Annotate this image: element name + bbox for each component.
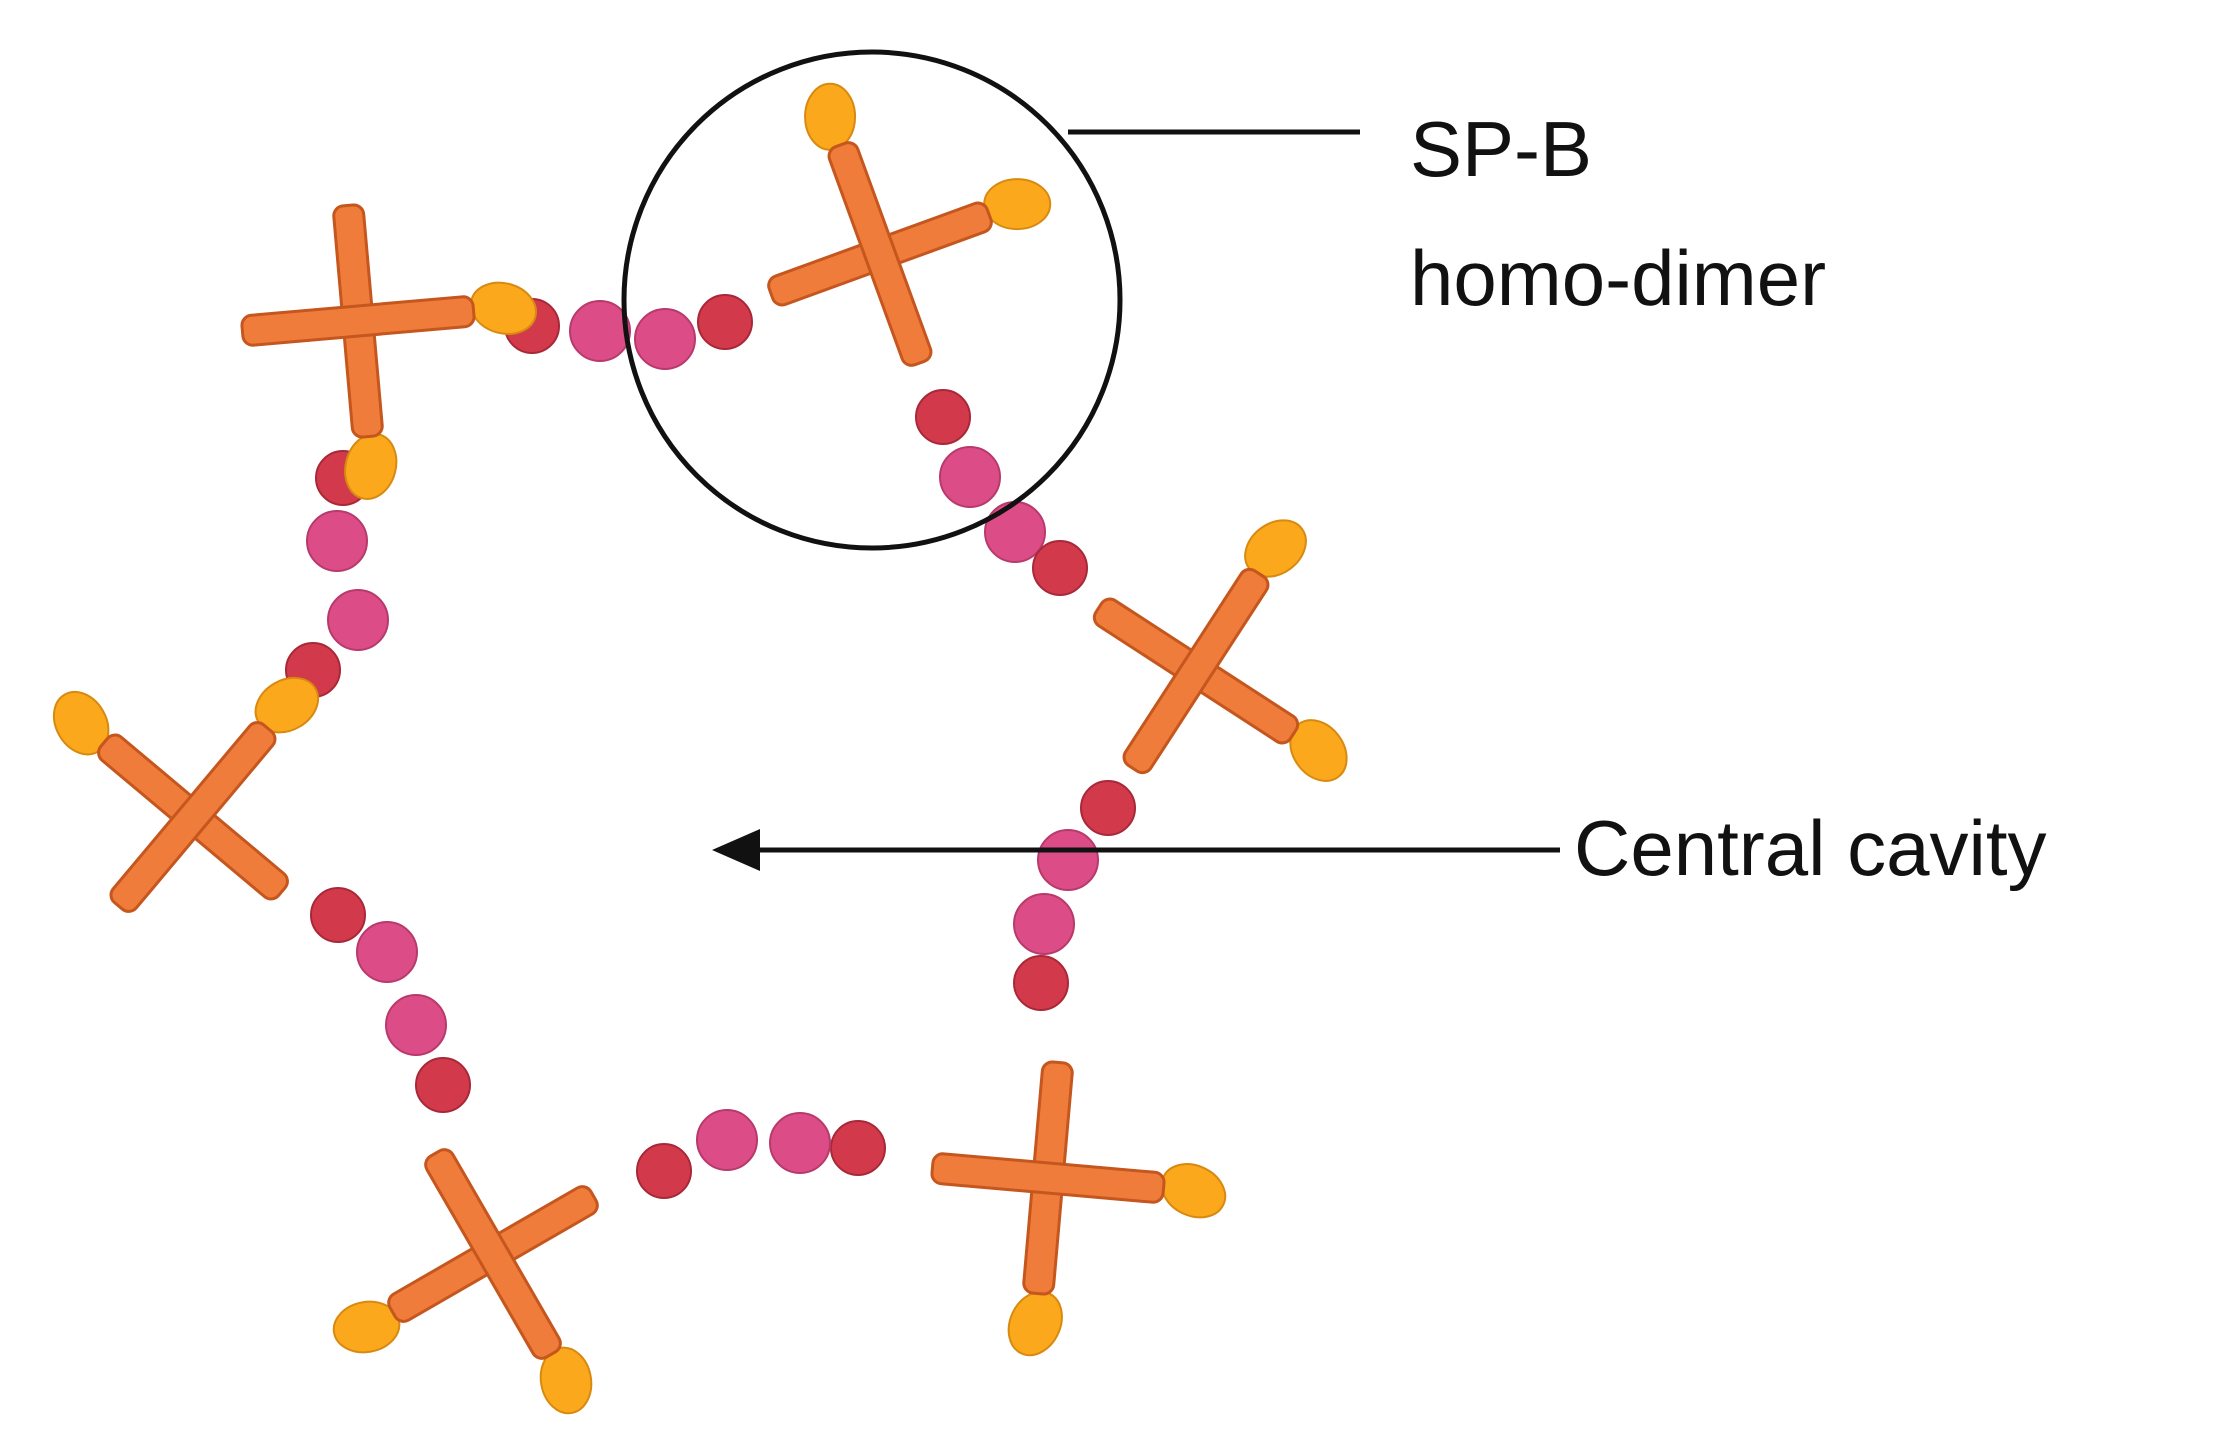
- bead-red-icon: [915, 389, 971, 445]
- sp-b-monomer-1: [240, 203, 537, 500]
- bead-pink-icon: [385, 994, 447, 1056]
- sp-b-dimer-highlight-circle: [621, 49, 1123, 551]
- helix-rod-vertical: [240, 295, 476, 347]
- sp-b-monomer-5: [332, 1148, 599, 1415]
- helix-rod-vertical: [109, 721, 277, 913]
- cavity-arrow-head-icon: [712, 829, 760, 871]
- sp-b-monomer-6: [52, 676, 320, 913]
- bead-pink-icon: [984, 501, 1046, 563]
- lipid-cap-icon: [1160, 1163, 1227, 1219]
- helix-rod-vertical: [930, 1152, 1166, 1204]
- bead-pink-icon: [356, 921, 418, 983]
- bead-red-icon: [310, 887, 366, 943]
- bead-red-icon: [1013, 955, 1069, 1011]
- bead-red-icon: [697, 294, 753, 350]
- bead-pink-icon: [327, 589, 389, 651]
- bead-pink-icon: [569, 300, 631, 362]
- dimer-label-line1: SP-B: [1410, 105, 1592, 193]
- bead-pink-icon: [769, 1112, 831, 1174]
- cavity-label: Central cavity: [1574, 804, 2047, 892]
- bead-red-icon: [636, 1143, 692, 1199]
- bead-pink-icon: [634, 308, 696, 370]
- bead-pink-icon: [306, 510, 368, 572]
- helix-rod-vertical: [1122, 567, 1270, 775]
- bead-pink-icon: [696, 1109, 758, 1171]
- sp-b-monomer-3: [1092, 519, 1348, 782]
- bead-red-icon: [415, 1057, 471, 1113]
- helix-rod-vertical: [827, 141, 933, 367]
- lipid-cap-icon: [804, 82, 857, 151]
- lipid-cap-icon: [1007, 1290, 1063, 1357]
- helix-rod-vertical: [424, 1148, 562, 1360]
- dimer-label-line2: homo-dimer: [1410, 234, 1826, 322]
- sp-b-monomer-4: [930, 1060, 1227, 1357]
- lipid-cap-icon: [983, 178, 1052, 231]
- bead-pink-icon: [1013, 893, 1075, 955]
- sp-b-monomer-2: [767, 82, 1052, 367]
- bead-red-icon: [1032, 540, 1088, 596]
- sp-b-monomers: [52, 82, 1348, 1415]
- bead-red-icon: [830, 1120, 886, 1176]
- bead-pink-icon: [1037, 829, 1099, 891]
- bead-red-icon: [1080, 780, 1136, 836]
- bead-pink-icon: [939, 446, 1001, 508]
- connecting-bead-chains: [285, 294, 1136, 1199]
